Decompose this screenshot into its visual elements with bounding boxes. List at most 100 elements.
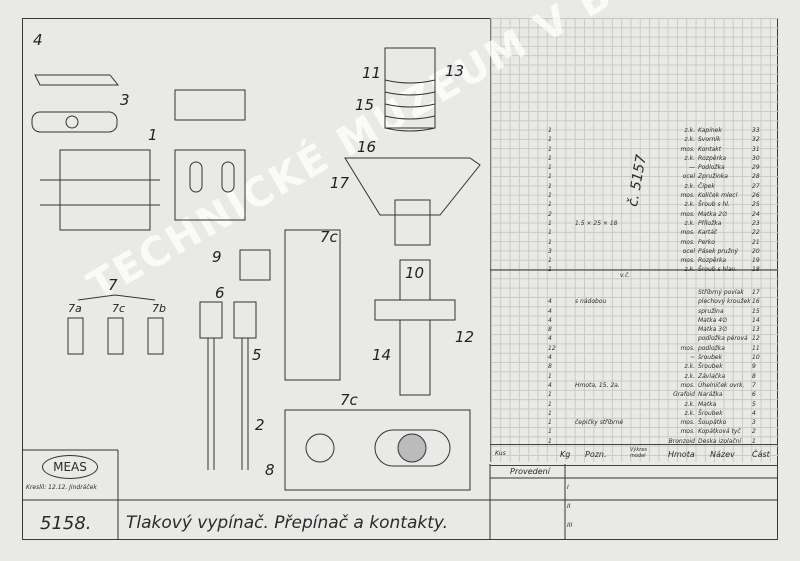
- part-material: z.k.: [684, 363, 695, 371]
- part-name: Matka 2∅: [698, 210, 728, 218]
- part-name: Příložka: [698, 219, 722, 227]
- part-part: 20: [752, 247, 760, 255]
- callout-11: 11: [362, 64, 381, 82]
- part-name: šroubek: [698, 354, 723, 362]
- part-part: 12: [752, 335, 760, 343]
- part-name: Šroub s hlav.: [698, 266, 737, 274]
- part-qty: 4: [548, 298, 552, 306]
- part-name: Kapínek: [698, 127, 722, 134]
- part-part: 18: [752, 266, 760, 274]
- part-note: 1.5 × 25 × 18: [575, 219, 618, 227]
- part-part: 14: [752, 316, 760, 324]
- drawing-part-7c: [284, 229, 341, 381]
- drawing-part-3: [34, 74, 120, 86]
- callout-12: 12: [455, 328, 474, 346]
- part-qty: 2: [548, 210, 552, 218]
- part-material: z.k.: [684, 136, 695, 144]
- part-name: Šroubek: [698, 363, 723, 371]
- drawing-part-1-top: [174, 89, 246, 121]
- part-part: 16: [752, 298, 760, 306]
- part-part: 27: [752, 182, 760, 190]
- part-name: Perko: [698, 238, 715, 246]
- header-note: Pozn.: [585, 450, 607, 459]
- callout-3: 3: [120, 91, 130, 109]
- part-part: 33: [752, 127, 760, 134]
- callout-7c-detail: 7c: [340, 391, 359, 409]
- drawing-title: Tlakový vypínač. Přepínač a kontakty.: [126, 513, 449, 533]
- part-qty: 8: [548, 363, 552, 371]
- part-qty: 1: [548, 257, 552, 265]
- part-part: 23: [752, 219, 760, 227]
- header-model: Výkres model: [630, 447, 648, 459]
- part-part: 30: [752, 154, 760, 162]
- callout-14: 14: [372, 346, 391, 364]
- part-part: 9: [752, 363, 756, 371]
- callout-7a: 7a: [68, 302, 82, 315]
- part-name: Čípek: [698, 182, 715, 190]
- part-name: Šoupátko: [698, 419, 727, 427]
- header-name: Název: [710, 450, 735, 459]
- part-name: Šroub s hl.: [698, 201, 730, 209]
- part-name: Kartáč: [698, 229, 718, 237]
- part-qty: 1: [548, 201, 552, 209]
- drawing-spring-15: [384, 79, 436, 132]
- part-qty: 1: [548, 428, 552, 436]
- part-qty: 1: [548, 229, 552, 237]
- part-name: spružina: [698, 307, 724, 315]
- callout-7c-small: 7c: [112, 302, 125, 315]
- part-name: Závlačka: [698, 372, 726, 380]
- part-material: z.k.: [684, 154, 695, 162]
- part-qty: 1: [548, 136, 552, 144]
- callout-10: 10: [405, 264, 424, 282]
- rev-1: I: [567, 484, 569, 491]
- callout-7: 7: [108, 276, 118, 294]
- vc-label: v.č.: [620, 272, 631, 279]
- part-part: 29: [752, 164, 760, 172]
- parts-list-grid: [490, 18, 779, 462]
- part-part: 11: [752, 344, 760, 352]
- part-qty: 1: [548, 437, 552, 445]
- parts-list-header: Kg Pozn. Výkres model Hmota Název Část K…: [490, 444, 778, 466]
- part-name: Pásek pružný: [698, 247, 739, 255]
- callout-1: 1: [148, 126, 158, 144]
- part-name: Kolíček mlecí: [698, 192, 738, 200]
- part-qty: 1: [548, 127, 552, 134]
- drawing-part-1-front: [174, 149, 246, 221]
- drawing-part-16: [344, 157, 481, 216]
- part-material: z.k.: [684, 372, 695, 380]
- part-material: Bronzoid: [668, 437, 695, 445]
- part-part: 6: [752, 391, 756, 399]
- part-part: 1: [752, 437, 756, 445]
- callout-16: 16: [357, 138, 376, 156]
- part-qty: 1: [548, 409, 552, 417]
- part-part: 17: [752, 289, 760, 296]
- part-qty: 1: [548, 182, 552, 190]
- part-qty: 4: [548, 381, 552, 389]
- part-qty: 4: [548, 335, 552, 343]
- part-note: Hmota, 15, 2a.: [575, 381, 620, 389]
- part-part: 24: [752, 210, 760, 218]
- meas-logo: MEAS: [42, 455, 98, 479]
- provedeni-label: Provedení: [510, 467, 550, 476]
- callout-8: 8: [265, 461, 275, 479]
- part-qty: 1: [548, 238, 552, 246]
- part-part: 28: [752, 173, 760, 181]
- part-part: 15: [752, 307, 760, 315]
- part-part: 7: [752, 381, 756, 389]
- callout-6: 6: [215, 284, 225, 302]
- part-material: mos.: [680, 428, 695, 436]
- part-name: podložka: [698, 344, 725, 352]
- drawing-part-14: [399, 319, 431, 396]
